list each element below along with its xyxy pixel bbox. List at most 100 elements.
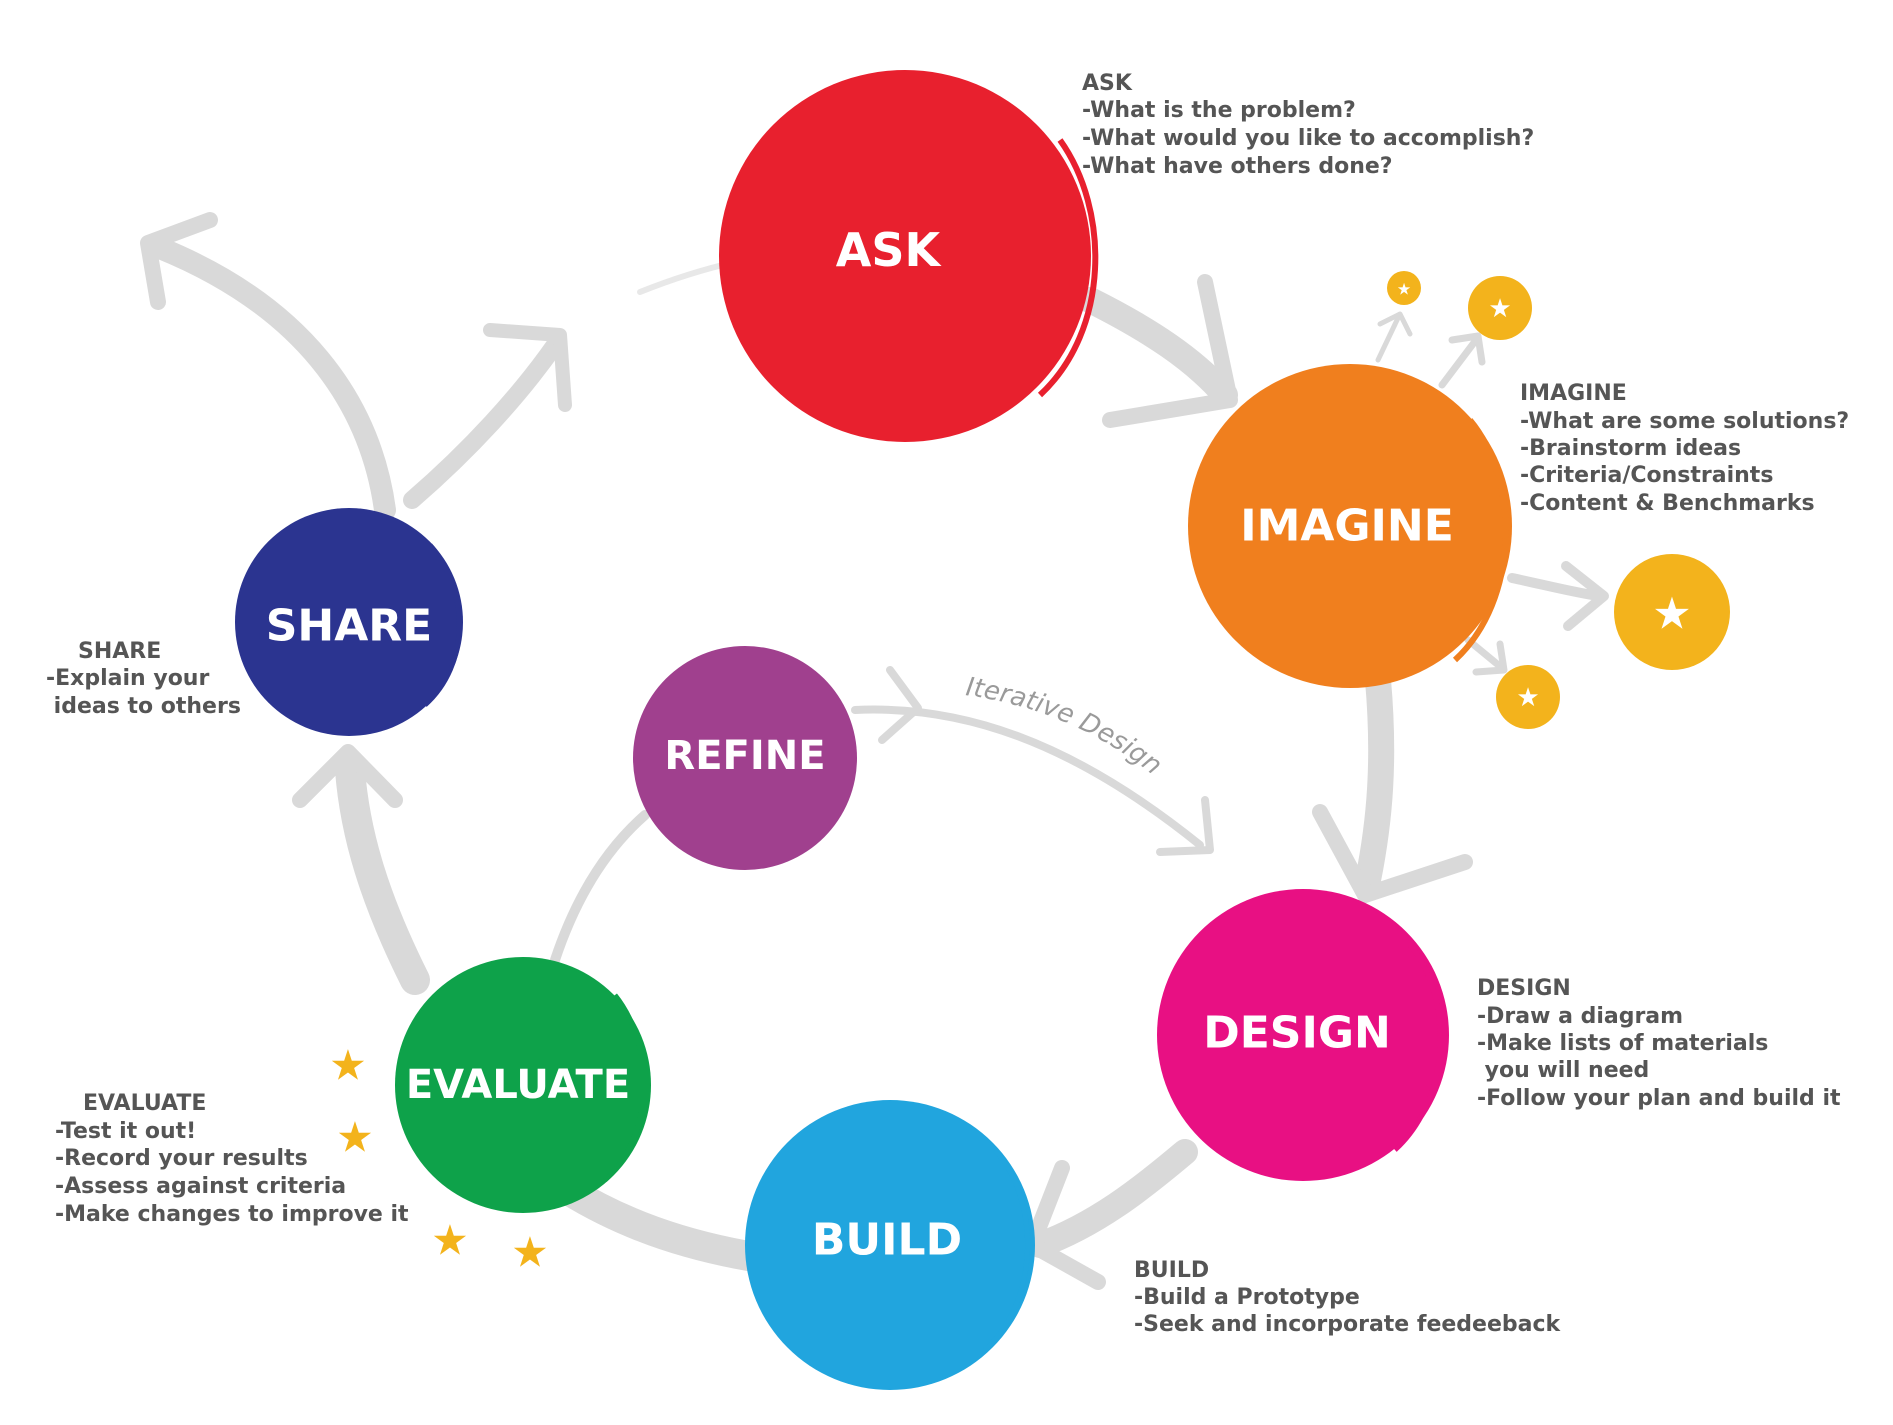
arrow-imagine-idea-1-head	[1377, 311, 1413, 337]
note-imagine-line: -Content & Benchmarks	[1520, 491, 1815, 516]
note-evaluate: EVALUATE -Test it out! -Record your resu…	[55, 1091, 409, 1227]
note-imagine-line: -Criteria/Constraints	[1520, 463, 1773, 488]
stage-design-brush-edge	[1393, 943, 1443, 1152]
note-build: BUILD -Build a Prototype -Seek and incor…	[1134, 1258, 1562, 1337]
arrow-refine-to-design-mid-head	[878, 666, 922, 744]
arrow-evaluate-to-share-head	[292, 744, 403, 808]
stage-ask-label: ASK	[836, 223, 943, 277]
note-imagine-line: -Brainstorm ideas	[1520, 436, 1741, 461]
star-icon: ★	[336, 1113, 374, 1162]
star-icon: ★	[329, 1041, 367, 1090]
note-share: SHARE -Explain your ideas to others	[46, 639, 241, 719]
idea-bubble-small	[1387, 271, 1421, 305]
note-evaluate-line: -Assess against criteria	[55, 1174, 346, 1199]
note-share-line: ideas to others	[46, 694, 241, 719]
arrow-refine-to-design	[851, 705, 1204, 849]
arrow-imagine-idea-4	[1464, 636, 1506, 672]
note-imagine-line: -What are some solutions?	[1520, 409, 1849, 434]
arrow-refine-to-design-end-head	[1156, 796, 1214, 856]
arrow-evaluate-to-refine	[550, 810, 650, 965]
note-ask-title: ASK	[1082, 71, 1133, 96]
note-evaluate-line: -Test it out!	[55, 1119, 196, 1144]
stage-share: SHARE	[235, 508, 463, 736]
evaluate-stars: ★ ★ ★ ★	[329, 1041, 549, 1277]
stage-ask: ASK	[719, 70, 1099, 442]
stage-evaluate: EVALUATE	[395, 957, 651, 1213]
arrow-imagine-idea-2-head	[1448, 332, 1486, 366]
note-evaluate-title: EVALUATE	[83, 1091, 206, 1116]
stage-refine-brush-edge	[813, 678, 852, 842]
arrow-imagine-idea-1	[1375, 315, 1401, 363]
note-ask-line: -What have others done?	[1082, 154, 1393, 179]
arrow-imagine-to-design	[1355, 667, 1395, 893]
note-evaluate-line: -Make changes to improve it	[55, 1202, 409, 1227]
star-icon: ★	[1397, 280, 1411, 299]
stage-refine-label: REFINE	[664, 733, 825, 779]
note-design-line: -Make lists of materials	[1477, 1031, 1768, 1056]
note-design-line: -Draw a diagram	[1477, 1004, 1683, 1029]
arrow-ask-to-imagine-head	[1102, 274, 1238, 428]
arrow-imagine-to-design-head	[1312, 804, 1473, 903]
arrow-share-up-right-head	[483, 323, 572, 412]
stage-ask-brush-edge	[1037, 138, 1099, 398]
note-design-line: you will need	[1477, 1058, 1649, 1083]
stage-evaluate-brush-edge	[603, 993, 647, 1182]
idea-bubbles: ★ ★ ★ ★	[1387, 271, 1730, 729]
star-icon: ★	[1516, 683, 1539, 713]
arrow-share-up-left-head	[140, 212, 218, 310]
stage-ask-circle	[719, 70, 1091, 442]
arrow-evaluate-to-share	[335, 755, 430, 995]
notes: ASK -What is the problem? -What would yo…	[46, 71, 1849, 1337]
note-evaluate-line: -Record your results	[55, 1146, 308, 1171]
note-share-title: SHARE	[78, 639, 161, 664]
note-build-title: BUILD	[1134, 1258, 1209, 1283]
idea-bubble-large	[1614, 554, 1730, 670]
note-imagine: IMAGINE -What are some solutions? -Brain…	[1520, 381, 1849, 516]
idea-bubble-medium	[1468, 276, 1532, 340]
stage-share-label: SHARE	[266, 601, 433, 652]
stage-build-label: BUILD	[812, 1215, 962, 1266]
stage-refine-circle	[633, 646, 857, 870]
note-imagine-title: IMAGINE	[1520, 381, 1627, 406]
arrow-build-to-evaluate	[553, 1175, 775, 1273]
arrow-imagine-idea-3	[1507, 573, 1603, 601]
star-icon: ★	[1652, 589, 1691, 640]
stage-evaluate-label: EVALUATE	[406, 1062, 630, 1108]
arrow-ask-to-imagine	[1077, 287, 1238, 408]
note-design-line: -Follow your plan and build it	[1477, 1086, 1841, 1111]
note-ask-line: -What is the problem?	[1082, 98, 1356, 123]
stage-build-brush-edge	[983, 1148, 1030, 1352]
arrow-share-up-left	[149, 237, 396, 521]
stage-imagine-circle	[1188, 364, 1512, 688]
stage-refine: REFINE	[633, 646, 857, 870]
star-icon: ★	[511, 1228, 549, 1277]
arrow-imagine-idea-2	[1438, 336, 1480, 389]
idea-bubble-lower	[1496, 665, 1560, 729]
stage-design-circle	[1157, 889, 1449, 1181]
stage-circles: ASK IMAGINE DESIGN BUILD EVALUATE SHARE	[235, 70, 1512, 1390]
stage-design-label: DESIGN	[1203, 1008, 1391, 1059]
stage-design: DESIGN	[1157, 889, 1449, 1181]
stage-evaluate-circle	[395, 957, 651, 1213]
note-design-title: DESIGN	[1477, 976, 1571, 1001]
star-icon: ★	[1488, 294, 1511, 324]
note-build-line: -Build a Prototype	[1134, 1285, 1360, 1310]
star-icon: ★	[431, 1216, 469, 1265]
arrow-share-up-right	[403, 336, 564, 509]
stage-build-circle	[745, 1100, 1035, 1390]
note-design: DESIGN -Draw a diagram -Make lists of ma…	[1477, 976, 1841, 1111]
stage-share-brush-edge	[423, 543, 462, 707]
arrow-imagine-idea-4-head	[1472, 640, 1508, 676]
arrow-imagine-idea-3-head	[1561, 561, 1609, 631]
stage-imagine-brush-edge	[1452, 418, 1509, 663]
note-share-line: -Explain your	[46, 666, 209, 691]
note-ask-line: -What would you like to accomplish?	[1082, 126, 1534, 151]
stage-share-circle	[235, 508, 463, 736]
note-ask: ASK -What is the problem? -What would yo…	[1082, 71, 1534, 179]
arrow-design-to-build	[1027, 1139, 1198, 1258]
stage-imagine: IMAGINE	[1188, 364, 1512, 688]
note-build-line: -Seek and incorporate feedeeback	[1134, 1312, 1562, 1337]
stage-imagine-label: IMAGINE	[1240, 501, 1454, 552]
stage-build: BUILD	[745, 1100, 1035, 1390]
